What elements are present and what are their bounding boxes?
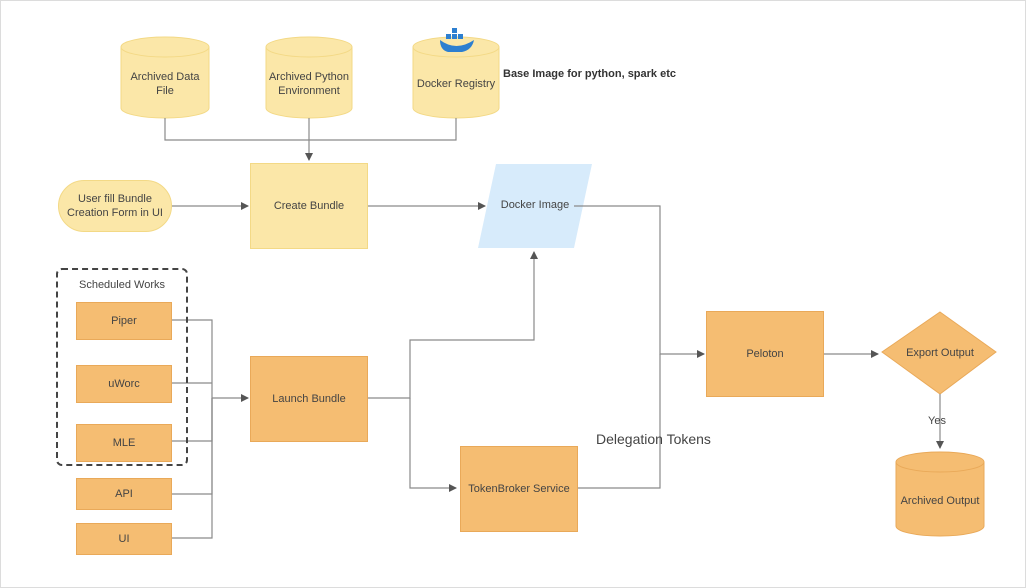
peloton-node[interactable]: Peloton [706, 311, 824, 397]
mle-node[interactable]: MLE [76, 424, 172, 462]
docker-registry-label: Docker Registry [416, 78, 496, 90]
user-form-node[interactable]: User fill Bundle Creation Form in UI [58, 180, 172, 232]
docker-whale-icon [440, 28, 474, 52]
archived-output-label: Archived Output [900, 495, 980, 507]
edge-tokenbroker-to-peloton [578, 354, 661, 489]
archived-output-cylinder[interactable] [895, 451, 985, 537]
edge-docker-image-to-peloton [574, 205, 705, 358]
piper-node[interactable]: Piper [76, 302, 172, 340]
delegation-tokens-label: Delegation Tokens [596, 431, 711, 447]
edge-launch-to-docker-image [368, 251, 538, 399]
edge-ui-to-launch [172, 398, 213, 539]
docker-image-shape[interactable] [478, 164, 592, 248]
docker-registry-cylinder[interactable] [412, 36, 500, 119]
archived-python-env-label: Archived Python Environment [268, 71, 350, 97]
base-image-note: Base Image for python, spark etc [503, 68, 676, 80]
docker-image-label: Docker Image [500, 199, 570, 211]
edge-piper-to-launch [172, 319, 213, 398]
scheduled-works-title: Scheduled Works [78, 279, 165, 291]
scheduled-works-group [56, 268, 188, 466]
edge-launch-to-tokenbroker [409, 398, 457, 492]
archived-data-file-cylinder[interactable] [120, 36, 210, 119]
export-output-label: Export Output [906, 347, 974, 359]
tokenbroker-node[interactable]: TokenBroker Service [460, 446, 578, 532]
ui-node[interactable]: UI [76, 523, 172, 555]
api-node[interactable]: API [76, 478, 172, 510]
uworc-node[interactable]: uWorc [76, 365, 172, 403]
archived-data-file-label: Archived Data File [130, 71, 200, 97]
launch-bundle-node[interactable]: Launch Bundle [250, 356, 368, 442]
create-bundle-node[interactable]: Create Bundle [250, 163, 368, 249]
archived-python-env-cylinder[interactable] [265, 36, 353, 119]
yes-label: Yes [928, 415, 946, 427]
edge-cylinders-merge [164, 118, 457, 141]
